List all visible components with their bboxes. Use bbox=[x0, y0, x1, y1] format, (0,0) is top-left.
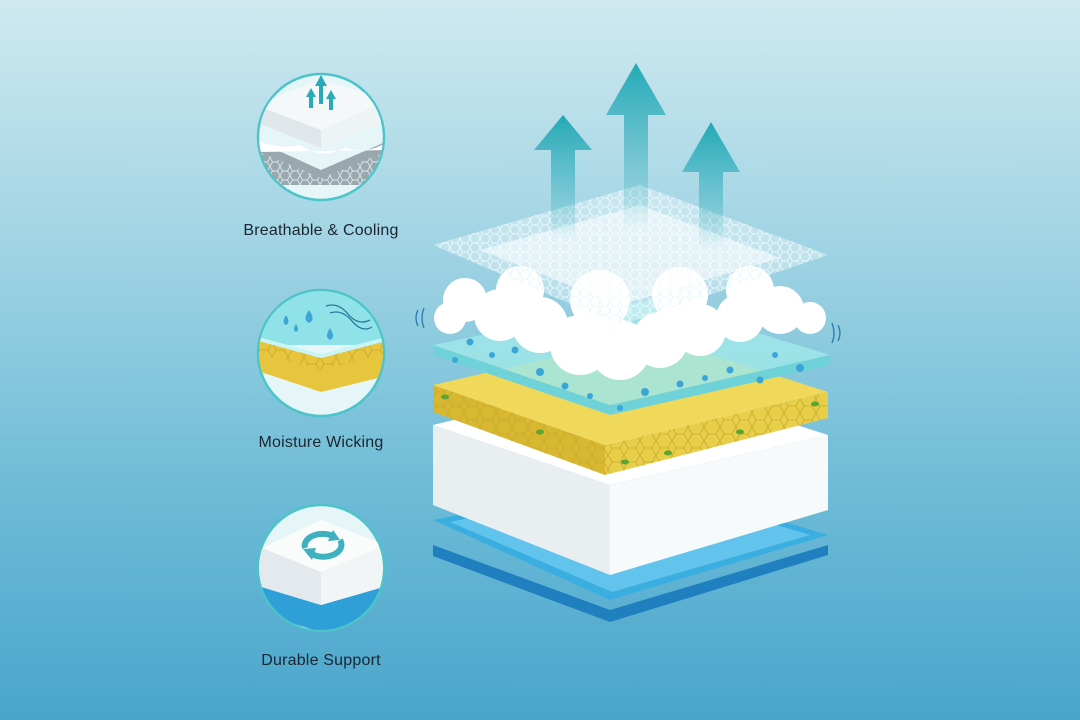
feature-label-moisture: Moisture Wicking bbox=[258, 434, 384, 451]
feature-circle-moisture bbox=[256, 288, 386, 418]
feature-label-durable: Durable Support bbox=[261, 652, 381, 669]
water-drops-icon bbox=[283, 304, 373, 340]
feature-label-breathable: Breathable & Cooling bbox=[243, 222, 399, 239]
mattress-layer-stack bbox=[415, 63, 841, 622]
feature-circle-breathable bbox=[256, 72, 386, 202]
feature-circle-durable bbox=[256, 503, 386, 633]
rotate-arrows-icon bbox=[301, 530, 345, 560]
breathable-arrows-icon bbox=[306, 75, 336, 110]
airflow-arrows-icon bbox=[534, 63, 740, 250]
